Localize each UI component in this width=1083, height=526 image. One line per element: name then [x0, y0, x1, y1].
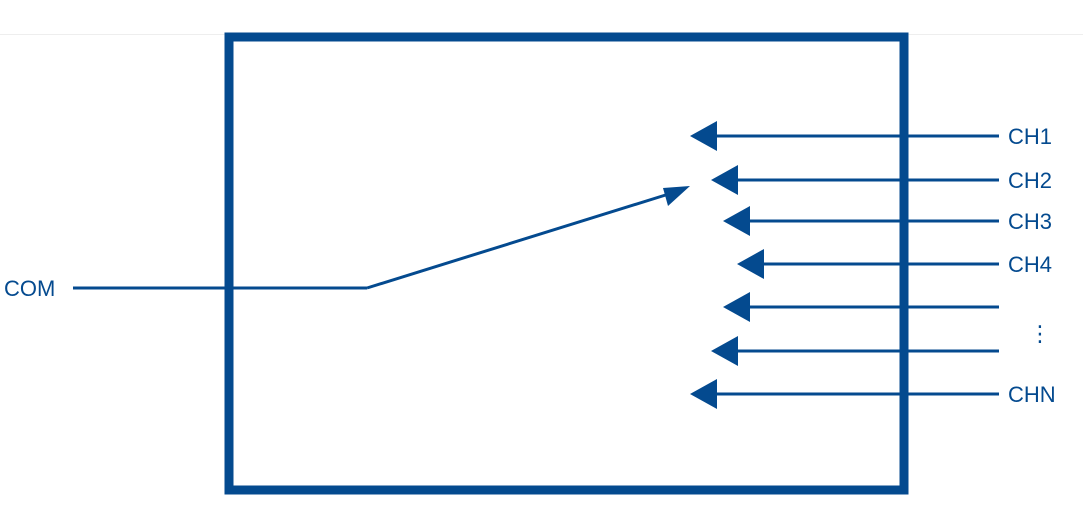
- channel-arrowhead-2: [711, 165, 738, 195]
- com-label: COM: [4, 276, 55, 301]
- channel-5: [723, 292, 999, 322]
- channel-label-1: CH1: [1008, 124, 1052, 149]
- channel-4: CH4: [737, 249, 1052, 279]
- com-terminal: COM: [4, 186, 690, 301]
- channel-7: CHN: [690, 379, 1056, 409]
- channel-arrowhead-7: [690, 379, 717, 409]
- channel-arrowhead-3: [723, 206, 750, 236]
- channel-2: CH2: [711, 165, 1052, 195]
- channel-label-3: CH3: [1008, 209, 1052, 234]
- channel-3: CH3: [723, 206, 1052, 236]
- switch-arm-arrowhead: [663, 186, 690, 206]
- channel-label-2: CH2: [1008, 168, 1052, 193]
- channel-1: CH1: [690, 121, 1052, 151]
- channel-arrowhead-6: [711, 336, 738, 366]
- channel-arrowhead-1: [690, 121, 717, 151]
- channel-6: [711, 336, 999, 366]
- channel-ellipsis: ⋮: [1029, 321, 1051, 346]
- channel-arrowhead-5: [723, 292, 750, 322]
- channel-label-4: CH4: [1008, 252, 1052, 277]
- channel-label-7: CHN: [1008, 382, 1056, 407]
- channel-arrowhead-4: [737, 249, 764, 279]
- switch-arm: [366, 191, 673, 290]
